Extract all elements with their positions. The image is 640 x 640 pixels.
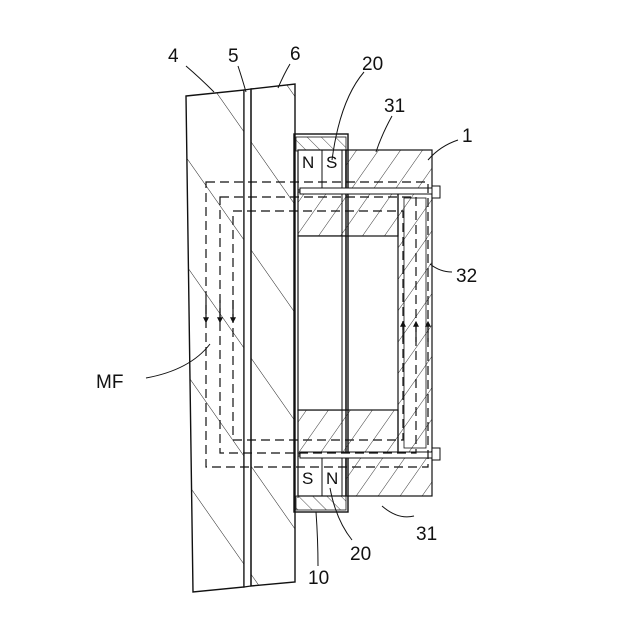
- label-plate-4: 4: [168, 46, 179, 67]
- pole-top-right: S: [326, 153, 337, 172]
- label-magnet-20-bottom: 20: [350, 544, 371, 565]
- yoke-31-top: [346, 150, 432, 190]
- pole-bottom-left: S: [302, 469, 313, 488]
- layer-5: [244, 89, 251, 587]
- pole-top-left: N: [302, 153, 314, 172]
- label-yoke-31-top: 31: [384, 96, 405, 117]
- plate-4: [186, 90, 244, 592]
- label-yoke-31-bottom: 31: [416, 524, 437, 545]
- label-housing-10: 10: [308, 568, 329, 589]
- label-magnet-20-top: 20: [362, 54, 383, 75]
- yoke-31-bottom: [346, 456, 432, 496]
- label-device-1: 1: [462, 126, 473, 147]
- pole-bottom-right: N: [326, 469, 338, 488]
- label-side-bar-32: 32: [456, 266, 477, 287]
- label-field-mf: MF: [96, 372, 123, 393]
- label-plate-6: 6: [290, 44, 301, 65]
- plate-6: [251, 84, 295, 586]
- label-layer-5: 5: [228, 46, 239, 67]
